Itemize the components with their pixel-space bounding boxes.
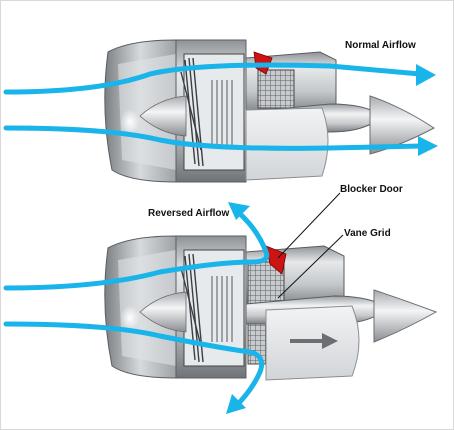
cutaway-frame <box>183 53 245 171</box>
intake-glow <box>120 109 140 135</box>
airflow-streams <box>3 209 270 409</box>
fan-blades <box>180 57 204 167</box>
blocker-door-label: Blocker Door <box>340 184 403 195</box>
arrow-right-icon <box>416 64 436 86</box>
vane-grid-leader <box>277 234 344 299</box>
engine-reversed <box>3 202 438 414</box>
compressor-stages <box>211 80 233 146</box>
arrow-down-left-icon <box>226 394 246 414</box>
vane-grid-label: Vane Grid <box>344 228 391 239</box>
vane-grid <box>257 69 295 109</box>
exhaust-cone <box>373 289 438 343</box>
intake-glow <box>120 305 140 331</box>
arrow-right-icon <box>418 136 438 156</box>
blocker-door-leader <box>277 192 341 259</box>
normal-airflow-label: Normal Airflow <box>345 40 416 51</box>
spinner <box>139 291 187 333</box>
arrow-up-left-icon <box>228 202 250 220</box>
airflow-upper <box>3 62 423 95</box>
airflow-lower <box>3 125 425 151</box>
leader-lines <box>277 192 344 299</box>
arrow-right-icon <box>290 333 338 349</box>
airflow-upper-reversed <box>3 209 270 291</box>
reversed-airflow-label: Reversed Airflow <box>148 208 230 219</box>
translating-sleeve <box>245 107 329 181</box>
engine-normal <box>3 39 438 183</box>
exhaust-cone <box>369 95 435 155</box>
compressor-stages <box>211 276 233 342</box>
airflow-lower-reversed <box>3 321 265 409</box>
airflow-streams <box>3 62 425 151</box>
spinner <box>139 95 187 137</box>
